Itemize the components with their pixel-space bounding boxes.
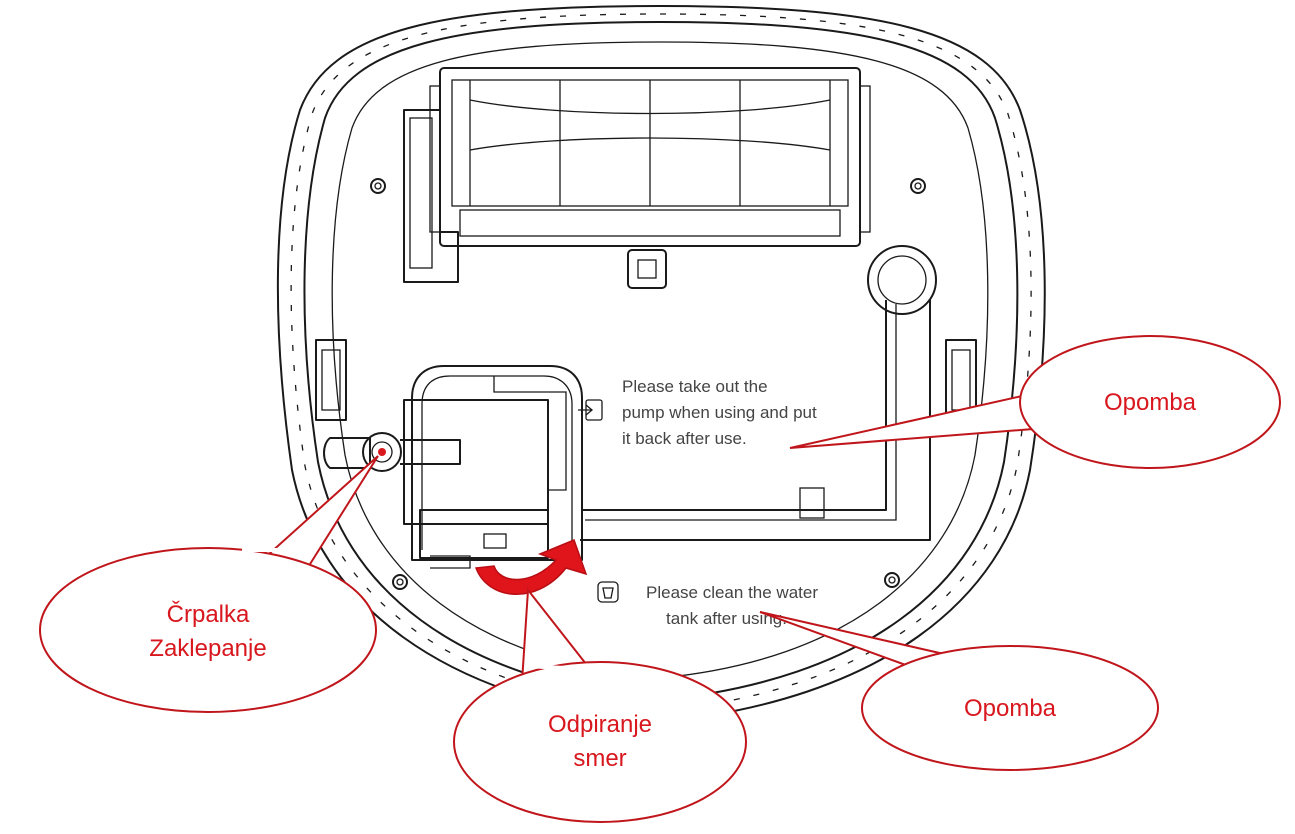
callout-note-top: Opomba — [789, 335, 1281, 469]
pipe-clip — [799, 487, 825, 519]
callout-pump-lock-line-2: Zaklepanje — [149, 635, 266, 662]
pump-body — [403, 399, 549, 525]
water-tank-icon — [597, 581, 619, 603]
top-connector — [627, 249, 667, 289]
curved-arrow-icon — [474, 539, 588, 595]
pump-compartment — [403, 365, 583, 569]
callout-opening-direction-line-1: Odpiranje — [548, 711, 652, 738]
pump-base — [419, 509, 549, 559]
callout-note-bottom: Opomba — [759, 611, 1159, 771]
callout-note-bottom-text: Opomba — [964, 695, 1057, 722]
callout-opening-direction: Odpiranje smer — [453, 587, 747, 823]
brush-housing — [429, 67, 871, 247]
pump-remove-icon — [578, 399, 603, 421]
left-bracket-inner — [409, 117, 433, 269]
callout-note-top-text: Opomba — [1104, 389, 1197, 416]
callout-pump-lock: Črpalka Zaklepanje — [39, 455, 379, 713]
screw-holes — [370, 178, 926, 590]
water-tank-pipe — [580, 245, 937, 541]
tank-note-line-1: Please clean the water — [646, 583, 818, 602]
pump-note-line-3: it back after use. — [622, 429, 747, 448]
pump-note-line-1: Please take out the — [622, 377, 768, 396]
left-bracket — [403, 109, 459, 283]
callout-pump-lock-line-1: Črpalka — [167, 600, 250, 628]
tank-note-line-2: tank after using. — [666, 609, 787, 628]
callout-opening-direction-line-2: smer — [573, 745, 626, 772]
pump-note-line-2: pump when using and put — [622, 403, 817, 422]
